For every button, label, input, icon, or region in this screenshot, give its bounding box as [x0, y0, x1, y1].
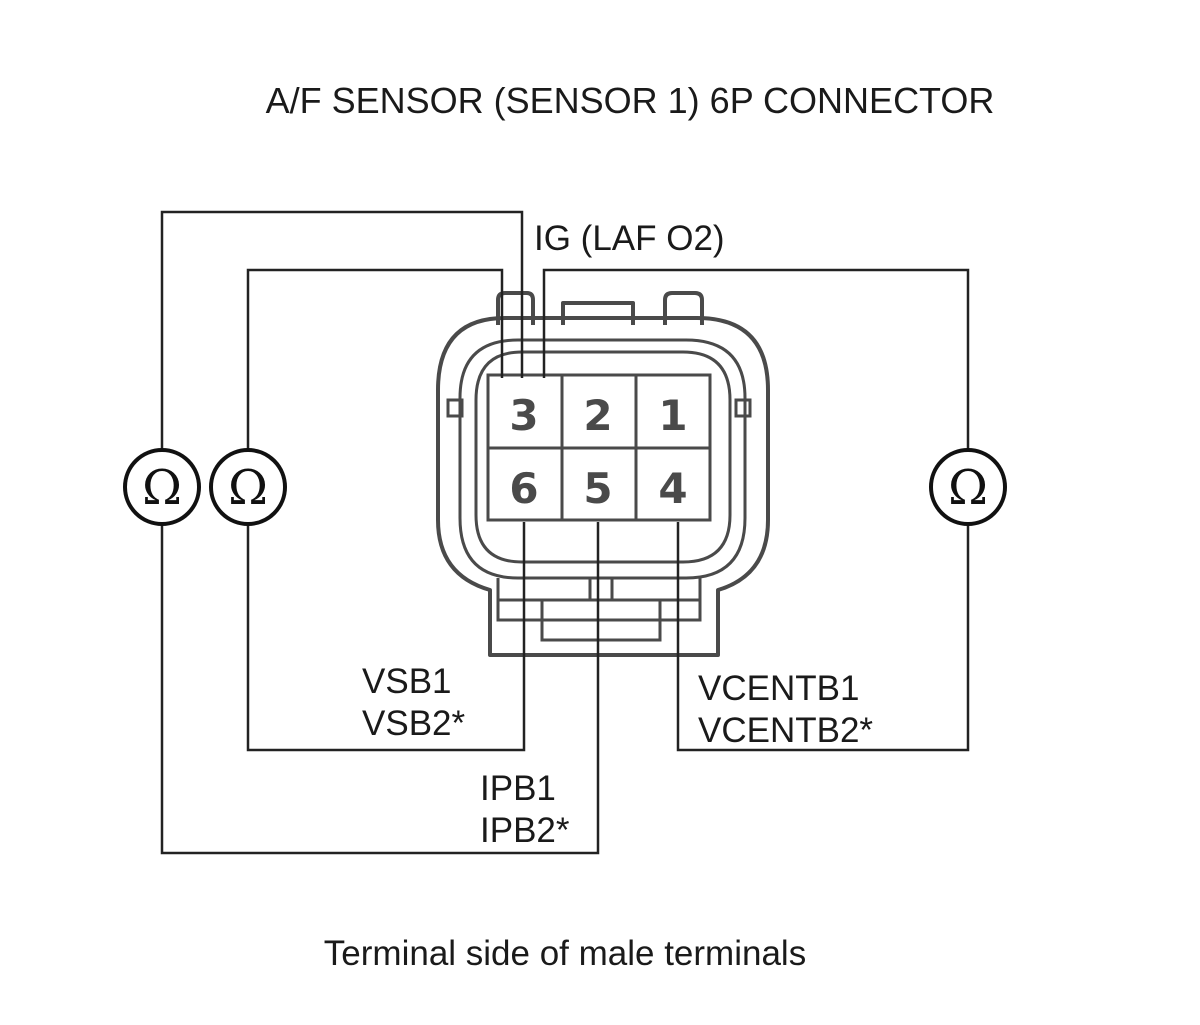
ohmmeter-inner-left: Ω — [209, 448, 287, 526]
label-vcentb2: VCENTB2* — [698, 711, 873, 750]
pin-6: 6 — [509, 464, 538, 513]
ohmmeter-outer-left: Ω — [123, 448, 201, 526]
wire-meter-right-top — [542, 268, 970, 450]
wire-meter-outer-bottom — [160, 522, 600, 855]
wire-meter-outer-top — [160, 210, 524, 450]
wire-meter-inner-bottom — [246, 522, 526, 752]
wire-meter-inner-top — [246, 268, 504, 450]
ohmmeter-right: Ω — [929, 448, 1007, 526]
label-vcentb1: VCENTB1 — [698, 669, 859, 708]
pin-4: 4 — [658, 464, 687, 513]
label-ipb2: IPB2* — [480, 811, 570, 850]
label-ipb1: IPB1 — [480, 769, 556, 808]
diagram-title: A/F SENSOR (SENSOR 1) 6P CONNECTOR — [266, 80, 995, 121]
label-vsb1: VSB1 — [362, 662, 452, 701]
label-vsb2: VSB2* — [362, 704, 465, 743]
ohm-symbol-icon: Ω — [948, 460, 988, 516]
diagram-caption: Terminal side of male terminals — [324, 934, 806, 973]
ohm-symbol-icon: Ω — [142, 460, 182, 516]
pin-2: 2 — [583, 391, 612, 440]
pin-3: 3 — [509, 391, 538, 440]
pin-5: 5 — [583, 464, 612, 513]
ohm-symbol-icon: Ω — [228, 460, 268, 516]
label-ig-laf-o2: IG (LAF O2) — [534, 219, 725, 258]
pin-grid — [486, 373, 712, 522]
pin-1: 1 — [658, 391, 687, 440]
wire-meter-right-bottom — [676, 522, 970, 752]
